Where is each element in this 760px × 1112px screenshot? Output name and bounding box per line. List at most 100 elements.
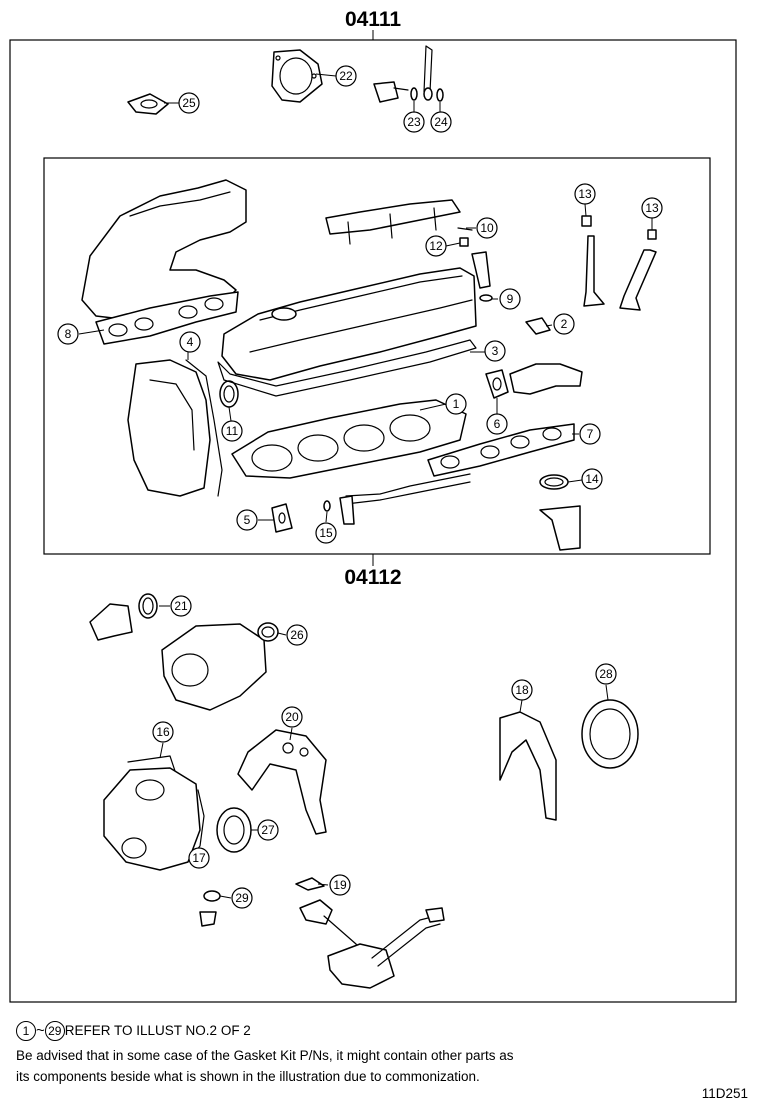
callout-28: 28: [595, 663, 617, 685]
diagram-code: 11D251: [701, 1086, 748, 1101]
exhaust-pipe: [539, 505, 581, 551]
callout-17: 17: [188, 847, 210, 869]
callout-25: 25: [178, 92, 200, 114]
svg-text:14: 14: [585, 472, 599, 486]
part-23-24-sensor: [373, 45, 444, 103]
part-4-cover-gasket: [185, 359, 223, 497]
callout-18: 18: [511, 679, 533, 701]
svg-text:1: 1: [453, 397, 460, 411]
part-26-ring: [257, 622, 279, 642]
part-25-gasket: [127, 93, 169, 115]
callout-21: 21: [170, 595, 192, 617]
cylinder-head-cover: [221, 267, 477, 381]
part-6-gasket: [485, 369, 509, 399]
svg-text:3: 3: [492, 344, 499, 358]
callout-4: 4: [179, 331, 201, 353]
timing-cover-inner: [127, 359, 211, 497]
part-13-valves: [581, 215, 657, 311]
svg-text:8: 8: [65, 327, 72, 341]
callout-3: 3: [484, 340, 506, 362]
part-10-12-9-injector: [457, 227, 493, 302]
callout-2: 2: [553, 313, 575, 335]
ref-start-callout: 1: [16, 1021, 36, 1041]
svg-text:5: 5: [244, 513, 251, 527]
svg-text:13: 13: [645, 201, 659, 215]
svg-text:22: 22: [339, 69, 353, 83]
inner-kit-frame: [43, 157, 711, 555]
svg-text:24: 24: [434, 115, 448, 129]
svg-text:6: 6: [494, 417, 501, 431]
part-3-head-cover-gasket: [217, 339, 477, 397]
exhaust-manifold: [509, 363, 583, 395]
part-2-gasket: [525, 317, 551, 335]
svg-text:16: 16: [156, 725, 170, 739]
svg-text:21: 21: [174, 599, 188, 613]
svg-text:9: 9: [507, 292, 514, 306]
part-18-gasket: [499, 711, 557, 821]
part-15-oring: [323, 500, 331, 512]
ref-text: REFER TO ILLUST NO.2 OF 2: [64, 1023, 251, 1038]
callout-8: 8: [57, 323, 79, 345]
callout-14: 14: [581, 468, 603, 490]
oil-strainer: [299, 899, 445, 989]
part-11-oil-seal: [219, 380, 239, 408]
svg-text:26: 26: [290, 628, 304, 642]
svg-text:18: 18: [515, 683, 529, 697]
callout-13-left: 13: [574, 183, 596, 205]
kit-code-top: 04111: [345, 8, 401, 31]
part-22-gasket: [271, 49, 323, 103]
svg-text:13: 13: [578, 187, 592, 201]
callout-20: 20: [281, 706, 303, 728]
svg-text:15: 15: [319, 526, 333, 540]
ref-end-callout: 29: [44, 1021, 65, 1041]
callout-22: 22: [335, 65, 357, 87]
part-16-gasket: [127, 755, 177, 775]
advisory-note-line-1: Be advised that in some case of the Gask…: [16, 1048, 514, 1063]
oil-dipstick-guide: [339, 473, 471, 525]
svg-text:11: 11: [226, 424, 239, 438]
advisory-note-line-2: its components beside what is shown in t…: [16, 1069, 480, 1084]
callout-5: 5: [236, 509, 258, 531]
fuel-rail: [325, 199, 461, 245]
callout-19: 19: [329, 874, 351, 896]
gasket-kit-diagram: 04111 04112: [9, 8, 737, 1003]
svg-text:23: 23: [407, 115, 421, 129]
callout-29: 29: [231, 887, 253, 909]
part-14-ring: [539, 474, 569, 490]
callout-13-right: 13: [641, 197, 663, 219]
svg-text:2: 2: [561, 317, 568, 331]
timing-cover-lower: [103, 767, 201, 871]
callout-9: 9: [499, 288, 521, 310]
callout-6: 6: [486, 413, 508, 435]
kit-code-middle: 04112: [344, 566, 401, 589]
svg-text:20: 20: [285, 710, 299, 724]
part-28-oil-seal: [581, 699, 639, 769]
part-27-oil-seal: [216, 807, 252, 853]
part-19-gasket: [295, 877, 325, 891]
callout-16: 16: [152, 721, 174, 743]
part-21-ring: [138, 593, 158, 619]
svg-text:19: 19: [333, 878, 347, 892]
svg-text:7: 7: [587, 427, 594, 441]
callout-7: 7: [579, 423, 601, 445]
callout-23: 23: [403, 111, 425, 133]
svg-text:28: 28: [599, 667, 613, 681]
svg-text:29: 29: [235, 891, 249, 905]
part-5-gasket: [271, 503, 293, 533]
part-29-oil-filter: [199, 890, 221, 927]
callout-12: 12: [425, 235, 447, 257]
svg-text:25: 25: [182, 96, 196, 110]
svg-text:27: 27: [261, 823, 275, 837]
svg-text:12: 12: [429, 239, 443, 253]
callout-26: 26: [286, 624, 308, 646]
water-pump: [161, 623, 267, 711]
svg-text:17: 17: [192, 851, 206, 865]
part-1-head-gasket: [231, 399, 467, 479]
ref-tilde: ~: [36, 1022, 45, 1039]
callout-10: 10: [476, 217, 498, 239]
callout-15: 15: [315, 522, 337, 544]
part-7-exhaust-gasket: [427, 423, 575, 477]
outer-kit-frame: [9, 39, 737, 1003]
svg-text:10: 10: [480, 221, 494, 235]
